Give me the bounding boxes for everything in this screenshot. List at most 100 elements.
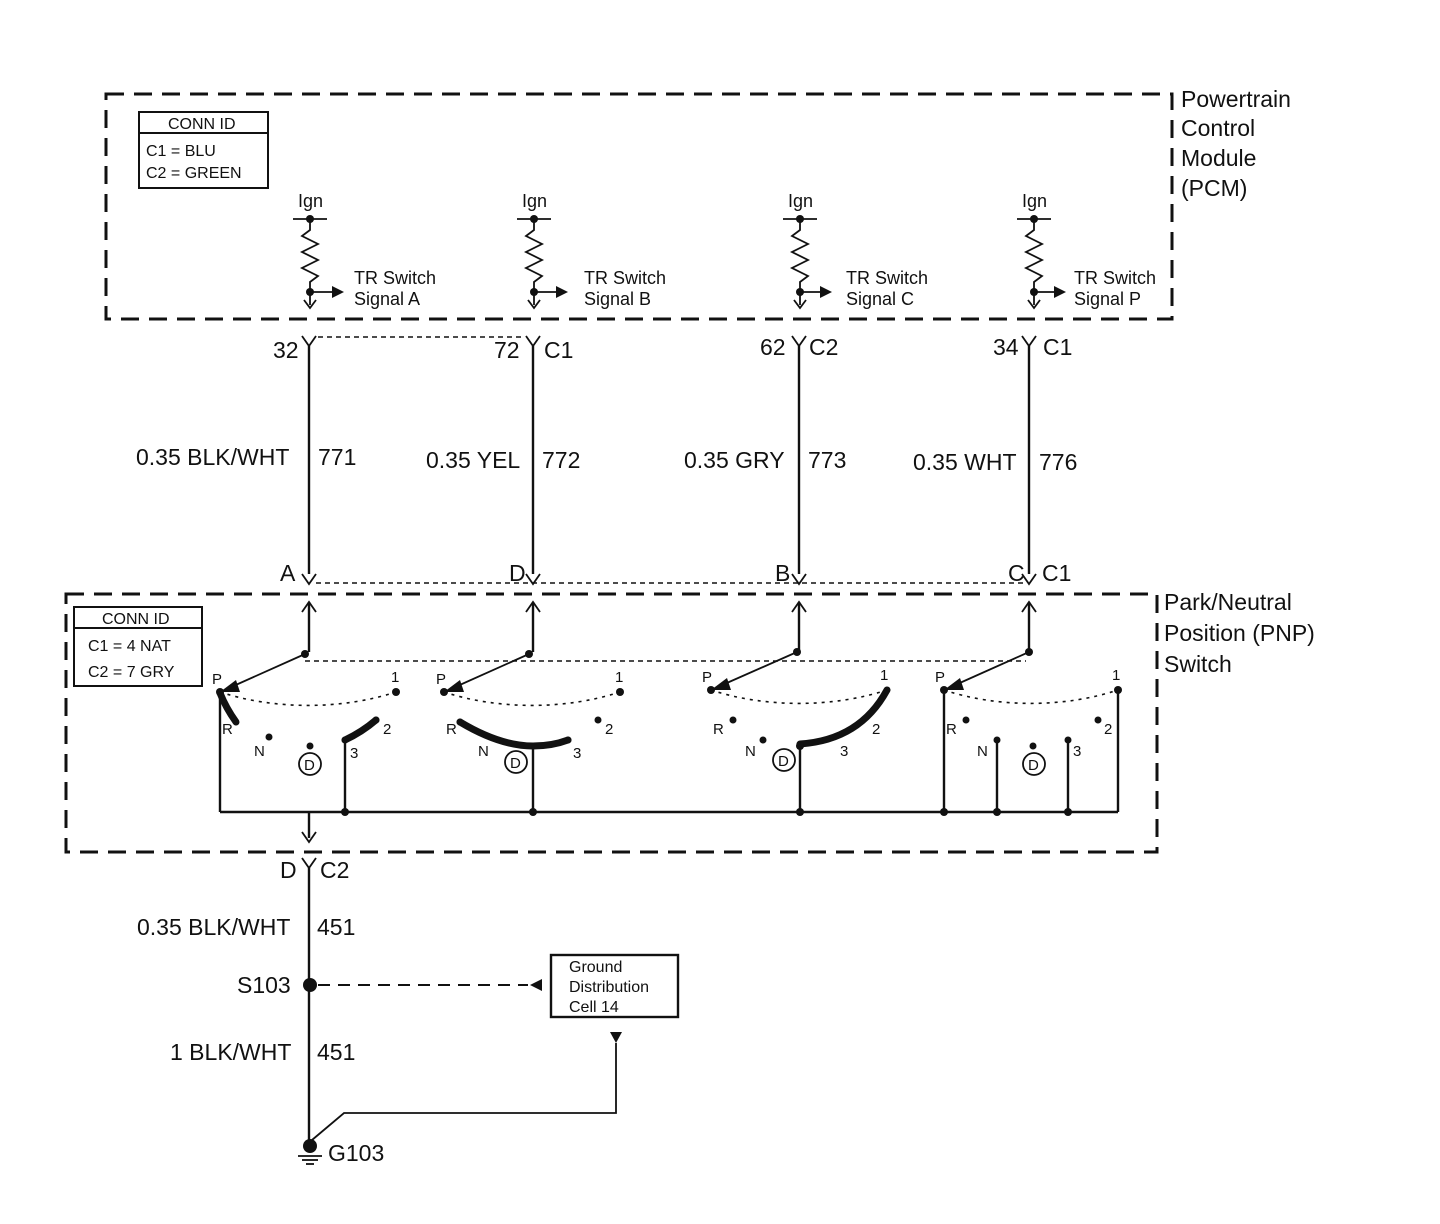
pcm-pin-34: 34 [993, 334, 1019, 360]
signal-a-line-1: TR Switch [354, 268, 436, 288]
pull-up-resistor-b [523, 219, 545, 305]
pcm-input-a: Ign TR Switch Signal A [293, 191, 436, 310]
switch-section-p: P R N D 3 2 1 [935, 600, 1122, 816]
pcm-conn-c2: C2 [809, 334, 838, 360]
pcm-conn-id-row-2: C2 = GREEN [146, 165, 242, 182]
switch-section-a: P R N D 3 2 1 [212, 600, 400, 816]
pcm-conn-c1-p: C1 [1043, 334, 1072, 360]
pcm-label-line-3: Module [1181, 145, 1256, 171]
ign-label-p: Ign [1022, 191, 1047, 211]
pos-b-p: P [436, 671, 446, 688]
pos-c-1: 1 [880, 667, 888, 684]
wire-451-lower-color: 1 BLK/WHT [170, 1039, 291, 1065]
pcm-label-line-1: Powertrain [1181, 86, 1291, 112]
ign-label-a: Ign [298, 191, 323, 211]
pcm-input-c: Ign TR Switch Signal C [783, 191, 928, 310]
signal-p-line-2: Signal P [1074, 289, 1141, 309]
harness-wires: 0.35 BLK/WHT 771 0.35 YEL 772 0.35 GRY 7… [136, 346, 1077, 574]
pos-p-1: 1 [1112, 667, 1120, 684]
pos-a-p: P [212, 671, 222, 688]
pos-p-3: 3 [1073, 743, 1081, 760]
pnp-conn-id-row-2: C2 = 7 GRY [88, 664, 175, 681]
pnp-label-line-2: Position (PNP) [1164, 620, 1315, 646]
ground-dist-line-2: Distribution [569, 979, 649, 996]
pos-b-r: R [446, 721, 457, 738]
ground-dist-line-3: Cell 14 [569, 999, 619, 1016]
ground-circuit: D C2 0.35 BLK/WHT 451 S103 Ground Distri… [137, 857, 680, 1166]
signal-c-line-2: Signal C [846, 289, 914, 309]
pnp-conn-c1: C1 [1042, 560, 1071, 586]
pos-c-d: D [778, 753, 789, 770]
splice-label: S103 [237, 972, 291, 998]
pnp-boundary [64, 592, 1159, 854]
wire-771-circuit: 771 [318, 444, 356, 470]
pos-p-d: D [1028, 757, 1039, 774]
wire-771-color: 0.35 BLK/WHT [136, 444, 289, 470]
switch-section-c: P R N D 3 2 1 [702, 600, 891, 816]
pos-c-p: P [702, 669, 712, 686]
wire-451-upper-color: 0.35 BLK/WHT [137, 914, 290, 940]
ign-label-c: Ign [788, 191, 813, 211]
pos-a-r: R [222, 721, 233, 738]
signal-p-line-1: TR Switch [1074, 268, 1156, 288]
pos-a-n: N [254, 743, 265, 760]
pos-p-n: N [977, 743, 988, 760]
pcm-conn-id-table: CONN ID C1 = BLU C2 = GREEN [138, 111, 269, 189]
signal-arrow-a [332, 286, 344, 298]
ground-dist-line-1: Ground [569, 959, 622, 976]
switch-section-b: P R N D 3 2 1 [436, 600, 624, 816]
pnp-conn-id-row-1: C1 = 4 NAT [88, 638, 171, 655]
pos-c-r: R [713, 721, 724, 738]
pos-b-1: 1 [615, 669, 623, 686]
ground-point-label: G103 [328, 1140, 384, 1166]
pull-up-resistor-a [299, 219, 321, 305]
pnp-switch: Park/Neutral Position (PNP) Switch CONN … [64, 589, 1315, 854]
pcm-input-p: Ign TR Switch Signal P [1017, 191, 1156, 310]
pnp-pin-d: D [509, 560, 526, 586]
signal-arrow-b [556, 286, 568, 298]
wire-776-color: 0.35 WHT [913, 449, 1017, 475]
ground-symbol-icon [298, 1155, 322, 1165]
pcm-boundary [104, 92, 1174, 321]
signal-a-line-2: Signal A [354, 289, 420, 309]
pos-a-2: 2 [383, 721, 391, 738]
pos-b-n: N [478, 743, 489, 760]
signal-b-line-2: Signal B [584, 289, 651, 309]
pcm-label-line-2: Control [1181, 115, 1255, 141]
pos-c-n: N [745, 743, 756, 760]
pos-p-p: P [935, 669, 945, 686]
pull-up-resistor-c [789, 219, 811, 305]
pcm-input-b: Ign TR Switch Signal B [517, 191, 666, 310]
pcm-pin-32: 32 [273, 337, 299, 363]
ground-distribution-box: Ground Distribution Cell 14 [549, 953, 680, 1019]
ign-label-b: Ign [522, 191, 547, 211]
pcm-connector: 32 72 C1 62 C2 34 C1 [273, 334, 1072, 363]
pnp-connector: A D B C C1 [280, 560, 1071, 586]
signal-c-line-1: TR Switch [846, 268, 928, 288]
pcm-pin-72: 72 [494, 337, 520, 363]
pos-a-d: D [304, 757, 315, 774]
pnp-label-line-1: Park/Neutral [1164, 589, 1292, 615]
pcm-pin-62: 62 [760, 334, 786, 360]
pos-p-2: 2 [1104, 721, 1112, 738]
pnp-conn-id-table: CONN ID C1 = 4 NAT C2 = 7 GRY [73, 606, 203, 687]
pos-b-d: D [510, 755, 521, 772]
pull-up-resistor-p [1023, 219, 1045, 305]
pos-b-2: 2 [605, 721, 613, 738]
wire-773-color: 0.35 GRY [684, 447, 785, 473]
pos-c-2: 2 [872, 721, 880, 738]
signal-b-line-1: TR Switch [584, 268, 666, 288]
pnp-label-line-3: Switch [1164, 651, 1232, 677]
wire-776-circuit: 776 [1039, 449, 1077, 475]
pos-c-3: 3 [840, 743, 848, 760]
pcm-label-line-4: (PCM) [1181, 175, 1247, 201]
pos-a-1: 1 [391, 669, 399, 686]
pos-b-3: 3 [573, 745, 581, 762]
wire-773-circuit: 773 [808, 447, 846, 473]
pnp-pin-a: A [280, 560, 296, 586]
pcm-conn-id-row-1: C1 = BLU [146, 143, 216, 160]
wire-451-lower-circuit: 451 [317, 1039, 355, 1065]
pnp-pin-c: C [1008, 560, 1025, 586]
ground-pnp-pin: D [280, 857, 297, 883]
pcm-conn-id-title: CONN ID [168, 116, 236, 133]
